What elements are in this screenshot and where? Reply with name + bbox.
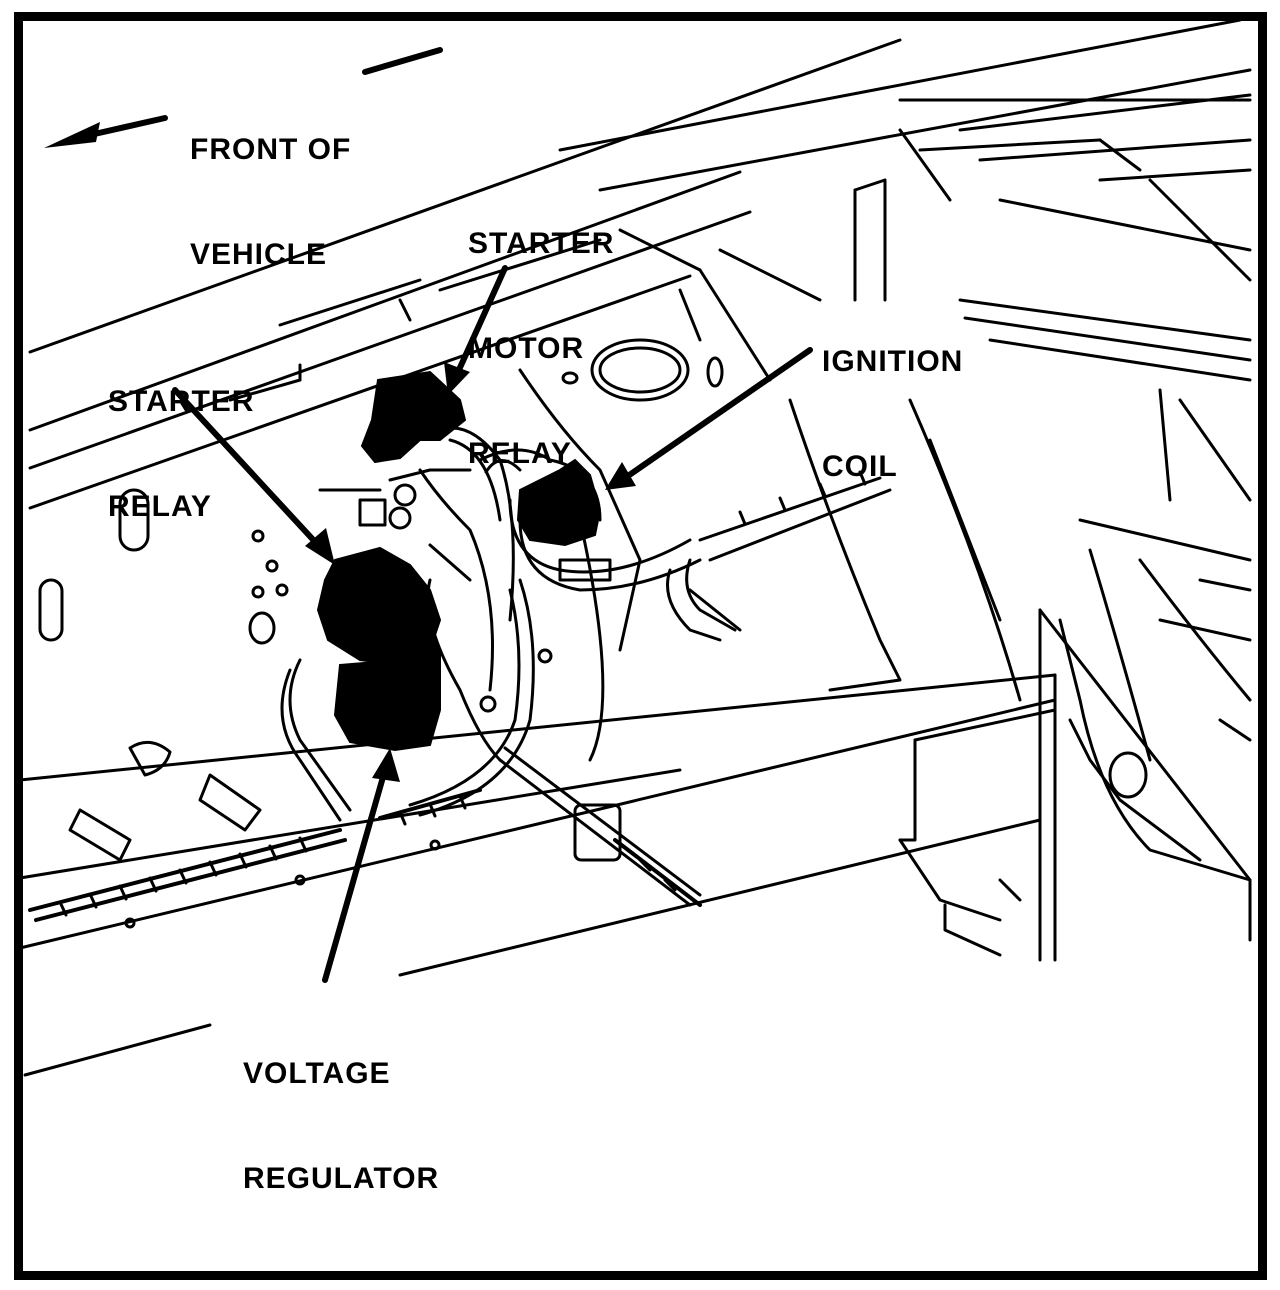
label-line: RELAY (108, 490, 212, 523)
label-line: RELAY (468, 437, 572, 470)
label-line: IGNITION (822, 345, 964, 378)
label-starter-relay: STARTER RELAY (108, 314, 254, 594)
components (318, 372, 600, 750)
label-starter-motor-relay: STARTER MOTOR RELAY (468, 156, 614, 541)
label-ignition-coil: IGNITION COIL (822, 274, 963, 554)
cowl-panel-lines (30, 20, 1250, 508)
loom-ticks (60, 472, 865, 915)
loom-segments (30, 790, 700, 920)
label-line: STARTER (108, 385, 255, 418)
label-front-of-vehicle: FRONT OF VEHICLE (190, 62, 351, 342)
starter-relay-leader (175, 390, 318, 545)
connectors (126, 460, 740, 927)
ignition-coil-shape (518, 460, 600, 545)
panel-holes (40, 340, 1146, 860)
lower-rail-lines (20, 520, 1055, 1075)
callout-arrows (175, 268, 810, 980)
label-line: MOTOR (468, 332, 585, 365)
label-voltage-regulator: VOLTAGE REGULATOR (243, 986, 439, 1266)
front-arrow-lines (90, 50, 440, 135)
label-line: VEHICLE (190, 238, 328, 271)
starter-motor-relay-leader (458, 268, 505, 372)
ignition-coil-leader (625, 350, 810, 478)
label-line: REGULATOR (243, 1162, 440, 1195)
callout-arrowheads (305, 362, 636, 782)
label-line: COIL (822, 450, 898, 483)
fender-apron-lines (520, 370, 1250, 960)
label-line: STARTER (468, 227, 615, 260)
label-line: FRONT OF (190, 133, 352, 166)
label-line: VOLTAGE (243, 1057, 391, 1090)
voltage-regulator-shape (335, 620, 440, 750)
diagram-frame (14, 12, 1267, 1280)
voltage-regulator-leader (325, 770, 385, 980)
front-arrowhead (44, 122, 100, 148)
